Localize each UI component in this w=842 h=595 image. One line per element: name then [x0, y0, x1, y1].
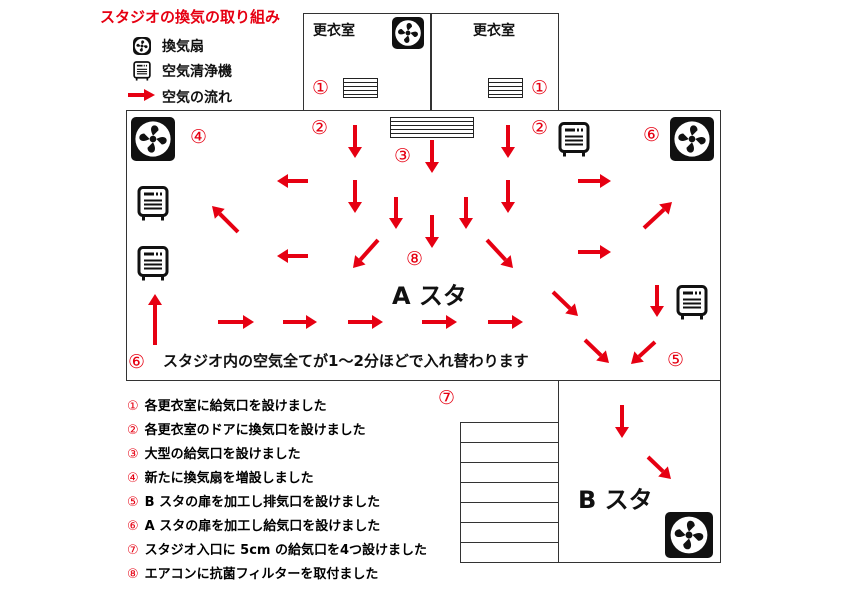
- airflow-arrow: [389, 197, 403, 229]
- marker-1: ①: [531, 77, 549, 99]
- stair-step: [460, 502, 558, 503]
- airflow-arrow: [646, 455, 671, 479]
- fan-icon: [131, 117, 175, 161]
- airflow-arrow: [425, 215, 439, 248]
- note-text: 各更衣室のドアに換気口を設けました: [144, 423, 366, 438]
- airflow-arrow: [425, 140, 439, 173]
- note-item: ③ 大型の給気口を設けました: [127, 443, 301, 462]
- fan-icon: [392, 17, 424, 49]
- airflow-arrow: [353, 238, 380, 268]
- stair-edge: [460, 422, 461, 563]
- marker-2: ②: [531, 117, 549, 139]
- wall: [558, 380, 559, 563]
- stair-step: [460, 562, 558, 563]
- marker-3: ③: [394, 145, 412, 167]
- stair-step: [460, 442, 558, 443]
- wall: [303, 13, 304, 111]
- marker-6: ⑥: [643, 124, 661, 146]
- airflow-arrow: [501, 180, 515, 213]
- note-item: ⑤ B スタの扉を加工し排気口を設けました: [127, 491, 380, 510]
- locker-room-left-label: 更衣室: [313, 23, 355, 39]
- stair-step: [460, 422, 558, 423]
- note-number: ②: [127, 423, 139, 438]
- note-number: ⑥: [127, 519, 139, 534]
- note-number: ①: [127, 399, 139, 414]
- legend-purifier-label: 空気清浄機: [162, 64, 232, 80]
- airflow-arrow: [631, 340, 657, 364]
- airflow-arrow: [348, 125, 362, 158]
- airflow-arrow: [583, 338, 609, 363]
- wall: [430, 13, 432, 111]
- airflow-caption: スタジオ内の空気全てが1～2分ほどで入れ替わります: [163, 352, 529, 370]
- note-item: ④ 新たに換気扇を増設しました: [127, 467, 314, 486]
- fan-icon: [133, 37, 151, 55]
- stair-step: [460, 542, 558, 543]
- note-number: ③: [127, 447, 139, 462]
- studio-b-label: B スタ: [578, 486, 653, 514]
- marker-8: ⑧: [406, 248, 424, 270]
- note-number: ⑤: [127, 495, 139, 510]
- wall: [558, 562, 721, 563]
- airflow-arrow: [459, 197, 473, 229]
- airflow-arrow: [212, 206, 240, 234]
- airflow-arrow: [148, 294, 162, 345]
- note-item: ⑦ スタジオ入口に 5cm の給気口を4つ設けました: [127, 539, 427, 558]
- stair-step: [460, 482, 558, 483]
- note-item: ⑧ エアコンに抗菌フィルターを取付ました: [127, 563, 378, 582]
- airflow-arrow: [485, 238, 513, 268]
- supply-vent: [343, 78, 378, 98]
- marker-6: ⑥: [128, 351, 146, 373]
- wall: [126, 110, 127, 381]
- airflow-arrow: [277, 174, 308, 188]
- legend-airflow-label: 空気の流れ: [162, 90, 232, 106]
- marker-5: ⑤: [667, 349, 685, 371]
- airflow-arrow: [578, 174, 611, 188]
- note-item: ⑥ A スタの扉を加工し給気口を設けました: [127, 515, 380, 534]
- large-supply-vent: [390, 117, 474, 138]
- airflow-arrow: [578, 245, 611, 259]
- wall: [558, 13, 559, 111]
- stair-step: [460, 462, 558, 463]
- studio-a-label: A スタ: [392, 282, 467, 310]
- legend-fan-label: 換気扇: [162, 39, 204, 55]
- note-text: エアコンに抗菌フィルターを取付ました: [144, 567, 379, 582]
- note-text: 大型の給気口を設けました: [144, 447, 301, 462]
- fan-icon: [665, 512, 713, 558]
- note-number: ④: [127, 471, 139, 486]
- airflow-arrow: [283, 315, 317, 329]
- arrow-icon: [128, 89, 155, 101]
- marker-4: ④: [190, 126, 208, 148]
- wall: [720, 110, 721, 563]
- note-item: ① 各更衣室に給気口を設けました: [127, 395, 327, 414]
- marker-2: ②: [311, 117, 329, 139]
- diagram-title: スタジオの換気の取り組み: [100, 8, 281, 26]
- airflow-arrow: [277, 249, 308, 263]
- airflow-arrow: [551, 290, 578, 316]
- note-text: スタジオ入口に 5cm の給気口を4つ設けました: [144, 543, 428, 558]
- wall: [126, 380, 721, 381]
- note-number: ⑦: [127, 543, 139, 558]
- note-number: ⑧: [127, 567, 139, 582]
- airflow-arrow: [501, 125, 515, 158]
- marker-1: ①: [312, 77, 330, 99]
- airflow-arrow: [650, 285, 664, 317]
- marker-7: ⑦: [438, 387, 456, 409]
- note-text: 新たに換気扇を増設しました: [144, 471, 314, 486]
- note-item: ② 各更衣室のドアに換気口を設けました: [127, 419, 366, 438]
- airflow-arrow: [642, 202, 672, 230]
- airflow-arrow: [422, 315, 457, 329]
- fan-icon: [670, 117, 714, 161]
- locker-room-right-label: 更衣室: [473, 23, 515, 39]
- note-text: B スタの扉を加工し排気口を設けました: [144, 495, 381, 510]
- airflow-arrow: [348, 180, 362, 213]
- airflow-arrow: [218, 315, 254, 329]
- note-text: A スタの扉を加工し給気口を設けました: [144, 519, 381, 534]
- airflow-arrow: [488, 315, 523, 329]
- note-text: 各更衣室に給気口を設けました: [144, 399, 327, 414]
- stair-step: [460, 522, 558, 523]
- airflow-arrow: [348, 315, 383, 329]
- supply-vent: [488, 78, 523, 98]
- wall: [126, 110, 721, 111]
- airflow-arrow: [615, 405, 629, 438]
